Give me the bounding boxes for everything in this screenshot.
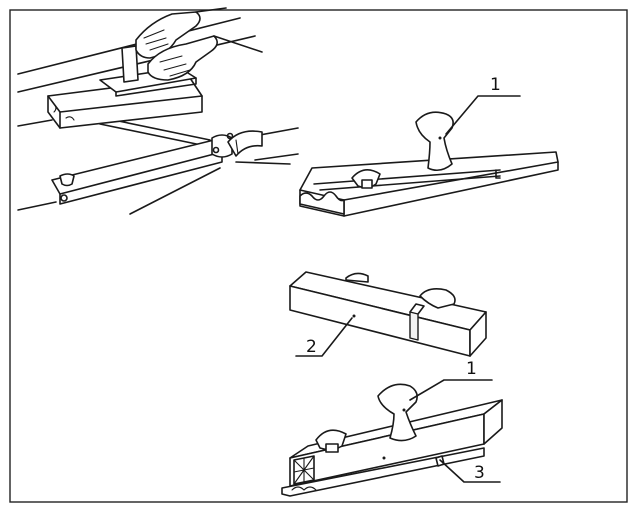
label-glue-block: 2 xyxy=(306,337,317,357)
planing-sledge-bottom: 1 3 xyxy=(281,359,503,497)
jointer-scene xyxy=(17,7,299,215)
glue-block: 2 xyxy=(289,271,487,357)
label-sledge-top: 1 xyxy=(490,75,501,95)
planing-sledge-top: 1 xyxy=(299,75,559,217)
label-sledge-bottom: 1 xyxy=(466,359,477,379)
figure-frame xyxy=(9,9,628,503)
label-screw: 3 xyxy=(474,463,485,483)
